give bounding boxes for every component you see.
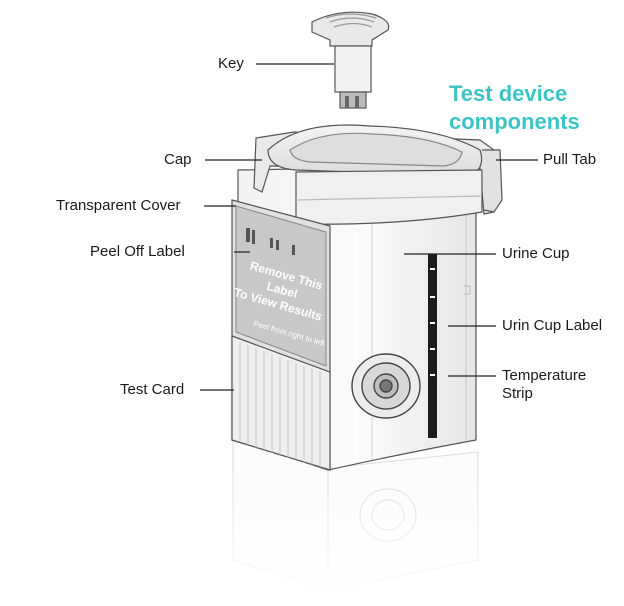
title-line2: components — [449, 109, 580, 134]
key — [311, 11, 390, 109]
sample-port — [351, 353, 421, 419]
label-peel-off-label: Peel Off Label — [90, 243, 185, 260]
label-urin-cup-label: Urin Cup Label — [502, 317, 603, 334]
temperature-strip — [428, 254, 437, 438]
label-temperature-line1: Temperature — [502, 367, 587, 384]
label-temperature-strip: Temperature Strip — [502, 367, 586, 403]
label-cap: Cap — [164, 151, 192, 168]
label-urine-cup: Urine Cup — [502, 245, 570, 262]
label-test-card: Test Card — [120, 381, 185, 398]
leader-lines — [200, 63, 538, 391]
label-temperature-line2: Strip — [502, 385, 533, 402]
label-key: Key — [218, 55, 244, 72]
urin-cup-label — [464, 285, 471, 295]
label-pull-tab: Pull Tab — [543, 151, 597, 168]
peel-off-label — [235, 205, 327, 367]
title-line1: Test device — [449, 81, 568, 106]
card-symbols — [246, 228, 295, 255]
label-transparent-cover: Transparent Cover — [56, 197, 181, 214]
cap — [253, 124, 503, 225]
diagram-title: Test device components — [449, 80, 580, 136]
